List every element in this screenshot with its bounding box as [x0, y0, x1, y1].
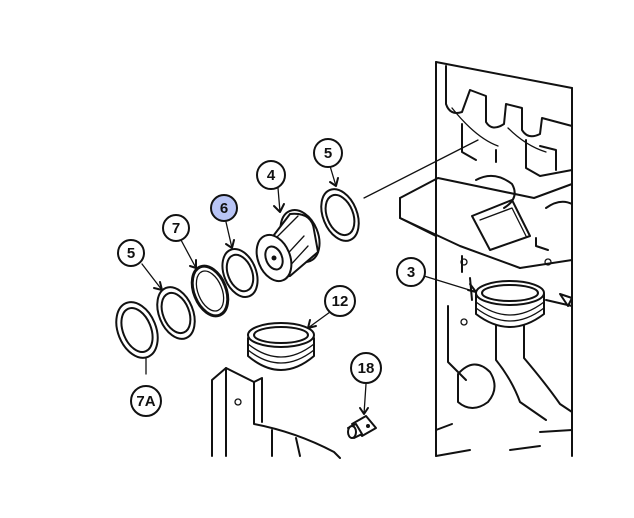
fitting-18	[347, 415, 377, 439]
callout-6: 6	[210, 194, 238, 222]
callout-3: 3	[396, 257, 426, 287]
sleeve-3	[475, 280, 545, 328]
callout-18: 18	[350, 352, 382, 384]
callout-7a: 7A	[130, 385, 162, 417]
leader-lines	[135, 139, 479, 415]
backup-ring-5-left	[156, 286, 196, 340]
callout-labels: 7A 5 7 6 4 5 3 12	[117, 138, 426, 417]
backup-ring-5-right	[320, 188, 360, 242]
lower-bracket	[211, 367, 341, 459]
callout-6-label: 6	[220, 200, 228, 217]
seal-ring-7a	[115, 301, 159, 359]
callout-5-left: 5	[117, 239, 145, 267]
callout-5-left-label: 5	[127, 245, 135, 262]
callout-12: 12	[324, 285, 356, 317]
callout-18-label: 18	[358, 360, 375, 377]
callout-7-label: 7	[172, 220, 180, 237]
callout-4: 4	[256, 160, 286, 190]
spool-4	[255, 209, 321, 283]
sleeve-12	[247, 322, 315, 371]
ring-6	[221, 248, 259, 298]
valve-housing	[399, 61, 573, 457]
callout-3-label: 3	[407, 264, 415, 281]
callout-5-right: 5	[313, 138, 343, 168]
callout-7a-label: 7A	[136, 393, 155, 410]
callout-5-right-label: 5	[324, 145, 332, 162]
callout-7: 7	[162, 214, 190, 242]
callout-12-label: 12	[332, 293, 349, 310]
o-ring-7	[190, 264, 230, 318]
callout-4-label: 4	[267, 167, 276, 184]
